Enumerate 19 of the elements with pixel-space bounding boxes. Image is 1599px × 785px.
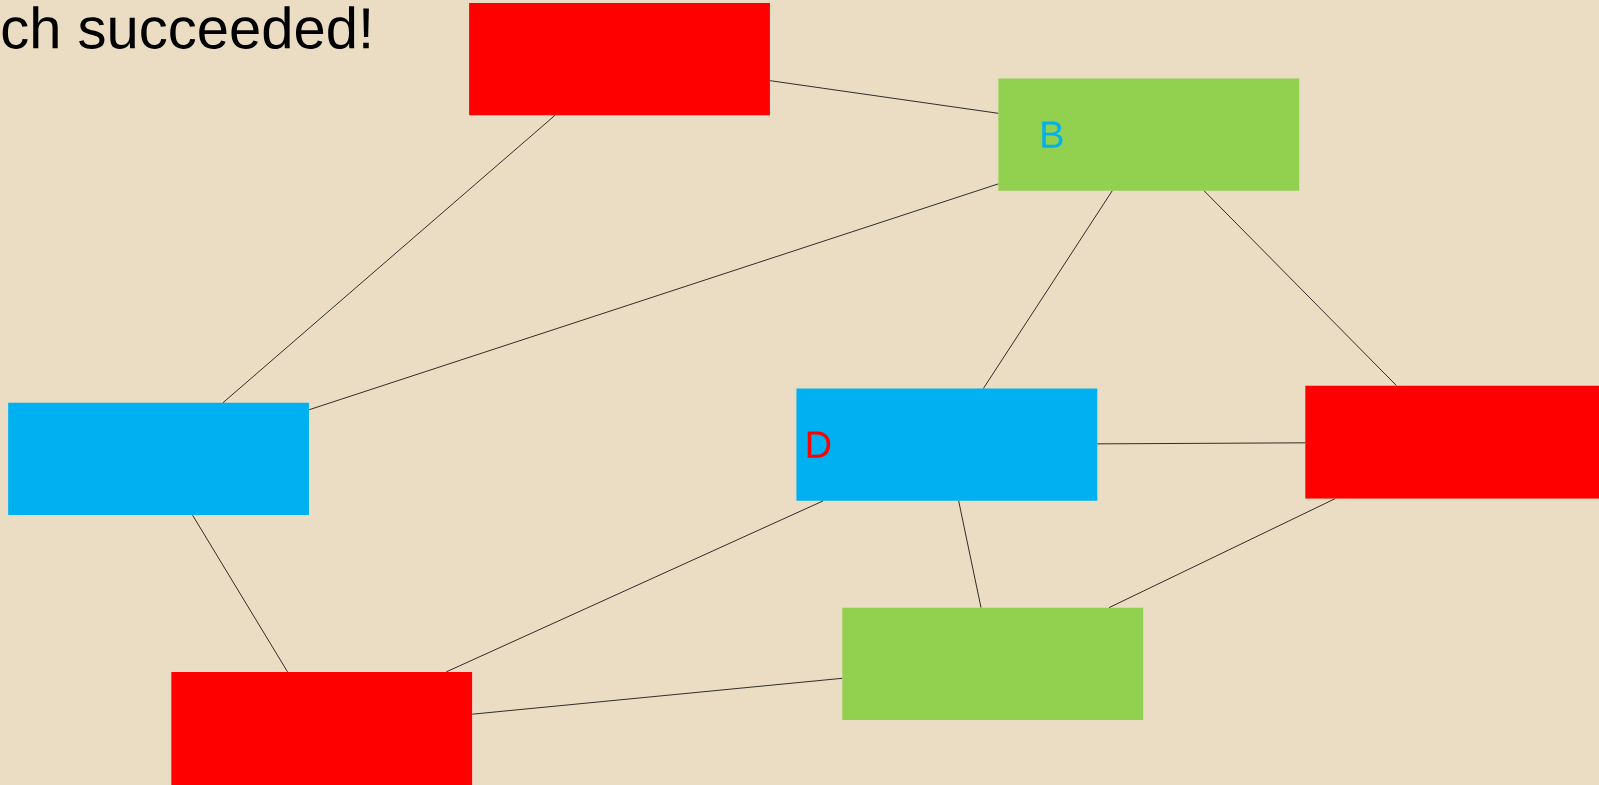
connector-line [769, 80, 999, 114]
box: B [998, 78, 1300, 191]
connector-line [445, 500, 824, 673]
box: D [796, 388, 1098, 501]
connector-line [958, 500, 982, 608]
box [171, 672, 473, 785]
connector-line [222, 115, 556, 403]
box [469, 3, 770, 116]
connector-line [1108, 498, 1336, 608]
box [842, 607, 1144, 720]
connector-line [1097, 442, 1306, 445]
connector-line [983, 190, 1113, 389]
connector-line [192, 514, 288, 673]
connector-line [471, 677, 843, 715]
connector-line [308, 183, 999, 411]
box [1305, 385, 1599, 499]
connector-line [1203, 190, 1397, 386]
heading-text: ch succeeded! [2, 6, 369, 49]
box [8, 402, 309, 515]
